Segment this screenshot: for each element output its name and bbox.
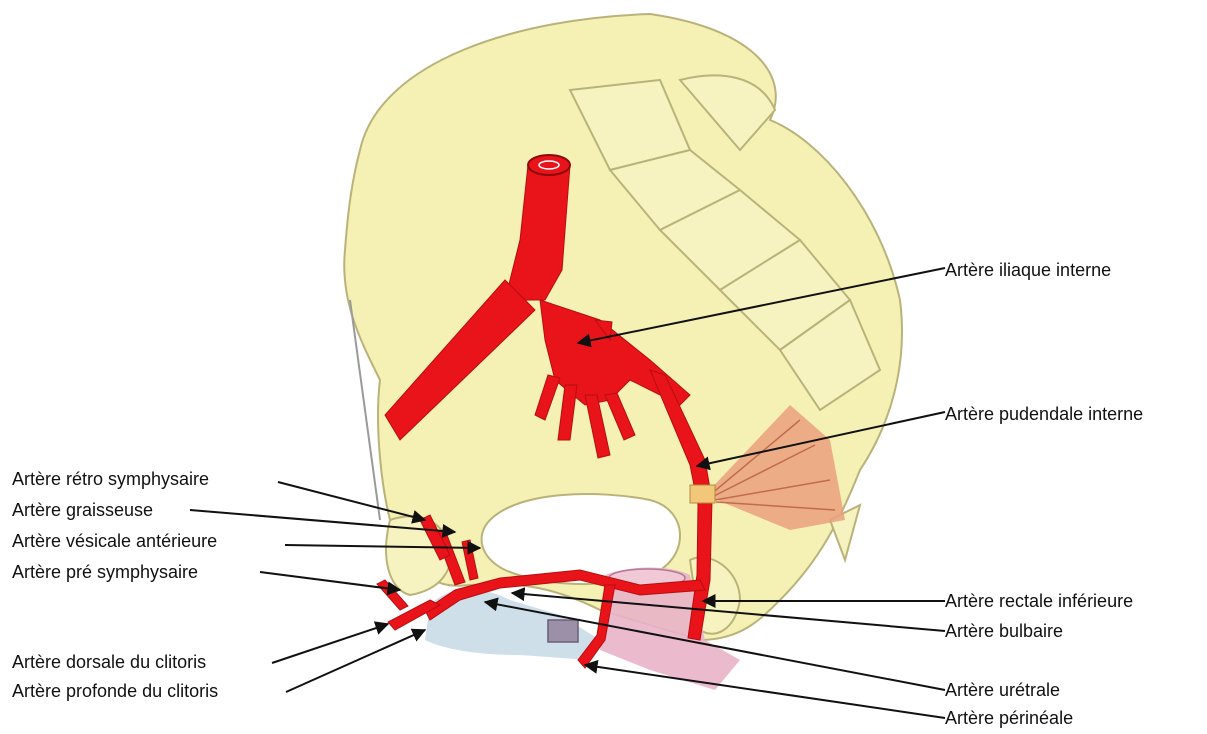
leader-profonde	[286, 630, 425, 692]
label-dorsale-clitoris: Artère dorsale du clitoris	[12, 651, 206, 673]
label-graisseuse: Artère graisseuse	[12, 499, 153, 521]
label-retro-symphysaire: Artère rétro symphysaire	[12, 468, 209, 490]
label-bulbaire: Artère bulbaire	[945, 620, 1063, 642]
label-rectale-inferieure: Artère rectale inférieure	[945, 590, 1133, 612]
leader-perineale	[585, 665, 945, 718]
label-perineale: Artère périnéale	[945, 707, 1073, 729]
label-pre-symphysaire: Artère pré symphysaire	[12, 561, 198, 583]
label-uretrale: Artère urétrale	[945, 679, 1060, 701]
leader-dorsale	[272, 624, 388, 663]
label-vesicale-anterieure: Artère vésicale antérieure	[12, 530, 217, 552]
label-pudendale-interne: Artère pudendale interne	[945, 403, 1143, 425]
label-profonde-clitoris: Artère profonde du clitoris	[12, 680, 218, 702]
pelvic-bone	[344, 14, 902, 640]
label-iliaque-interne: Artère iliaque interne	[945, 259, 1111, 281]
leader-pre	[260, 572, 400, 590]
